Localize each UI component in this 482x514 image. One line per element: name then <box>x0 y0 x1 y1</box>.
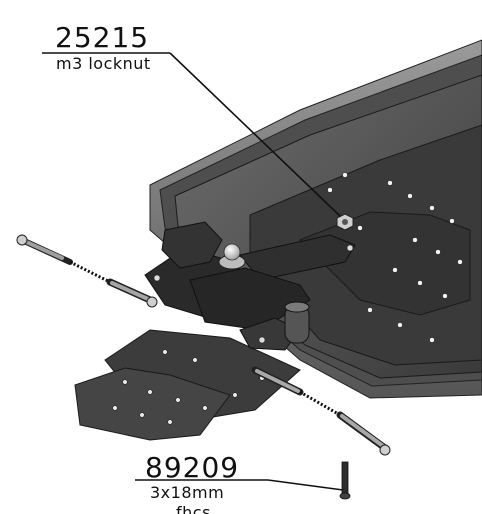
locknut-icon <box>336 213 354 231</box>
screw-icon <box>339 461 351 500</box>
part-description-screw-type: fhcs <box>176 503 211 514</box>
steering-assembly <box>144 221 356 351</box>
steering-link-right <box>251 366 391 456</box>
part-description-locknut: m3 locknut <box>56 54 151 73</box>
part-number-locknut: 25215 <box>55 21 150 54</box>
part-description-screw: 3x18mm <box>150 483 225 502</box>
leader-line-bottom <box>135 479 344 491</box>
front-plate <box>74 329 301 441</box>
chassis-tub <box>149 39 482 399</box>
steering-link-left <box>16 234 158 308</box>
part-number-screw: 89209 <box>145 451 240 484</box>
leader-line-top <box>42 52 341 217</box>
